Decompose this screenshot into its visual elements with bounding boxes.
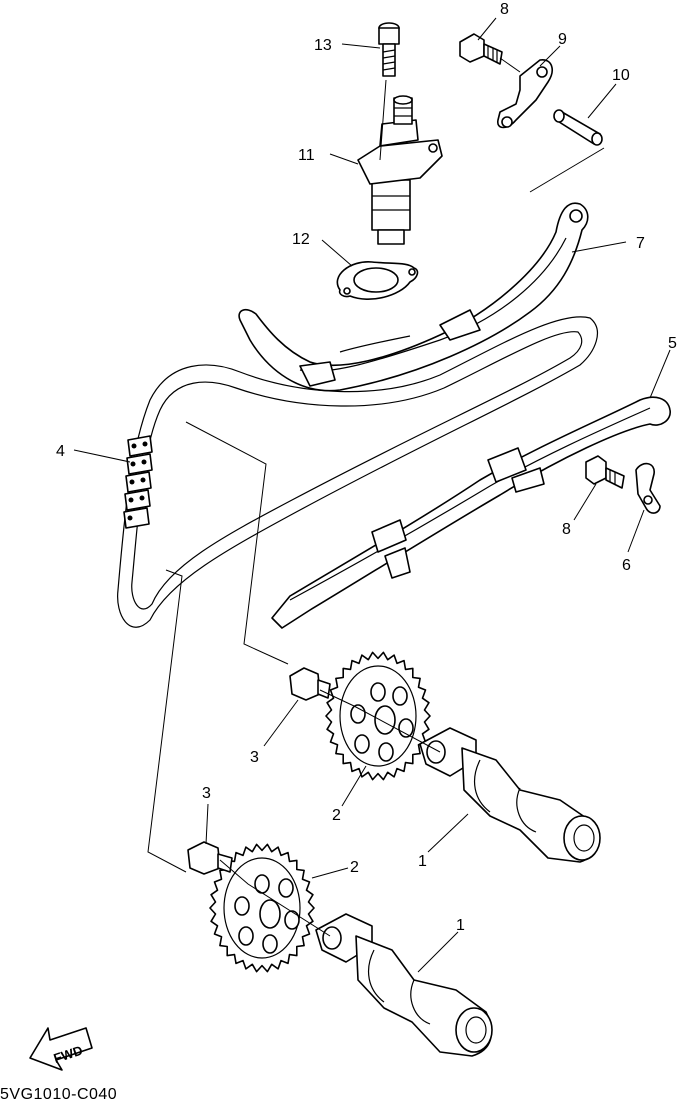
callout-5: 5 — [668, 335, 677, 352]
cam-sprocket-lower — [209, 843, 315, 973]
chain-guide-tensioner-side — [238, 202, 589, 392]
callout-7: 7 — [636, 235, 645, 252]
sprocket-bolt-upper — [289, 667, 331, 701]
cam-sprocket-upper — [325, 651, 431, 781]
stopper-guide-bracket — [497, 59, 553, 129]
tensioner-bolt — [378, 22, 400, 77]
callout-4: 4 — [56, 443, 65, 460]
assembly-lines — [147, 57, 605, 937]
callout-labels: 13 11 12 8 9 10 7 5 4 8 6 3 2 1 3 2 1 — [56, 1, 677, 934]
cam-chain-tensioner — [357, 95, 443, 245]
callout-8-top: 8 — [500, 1, 509, 18]
callout-11: 11 — [298, 147, 315, 164]
callout-10: 10 — [612, 67, 630, 84]
callout-2-lower: 2 — [350, 859, 359, 876]
callout-1-lower: 1 — [456, 917, 465, 934]
callout-3-lower: 3 — [202, 785, 211, 802]
sprocket-bolt-lower — [187, 841, 233, 875]
chain-guide-fixed — [271, 396, 671, 629]
callout-leaders — [73, 17, 671, 973]
callout-8-right: 8 — [562, 521, 571, 538]
callout-13: 13 — [314, 37, 332, 54]
callout-9: 9 — [558, 31, 567, 48]
camshaft-upper — [419, 727, 601, 863]
tensioner-gasket — [336, 261, 419, 300]
chain-link-detail — [123, 435, 153, 529]
callout-12: 12 — [292, 231, 310, 248]
callout-6: 6 — [622, 557, 631, 574]
callout-1-upper: 1 — [418, 853, 427, 870]
retaining-clip — [635, 462, 661, 514]
timing-chain — [117, 316, 598, 628]
bolt-right — [585, 455, 625, 489]
diagram-code: 5VG1010-C040 — [0, 1086, 118, 1103]
fwd-arrow-icon: FWD — [29, 1027, 93, 1071]
camshaft-lower — [315, 913, 493, 1057]
guide-collar — [553, 109, 603, 146]
callout-2-upper: 2 — [332, 807, 341, 824]
callout-3-upper: 3 — [250, 749, 259, 766]
bolt-top — [459, 33, 503, 65]
